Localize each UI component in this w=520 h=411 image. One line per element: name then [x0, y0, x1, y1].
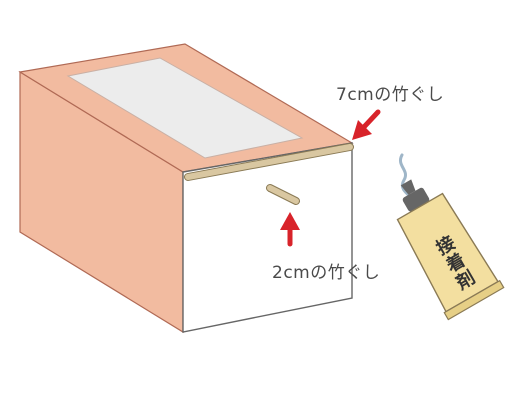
long-skewer-label: 7cmの竹ぐし [336, 85, 445, 105]
short-skewer [266, 184, 300, 205]
box-front-face [182, 142, 353, 333]
glue-tube-icon [396, 179, 505, 321]
top-window [66, 57, 304, 159]
red-arrow-icon [352, 109, 381, 140]
long-skewer [184, 143, 354, 181]
red-arrow-icon [280, 212, 300, 247]
short-skewer-label: 2cmの竹ぐし [272, 263, 381, 283]
